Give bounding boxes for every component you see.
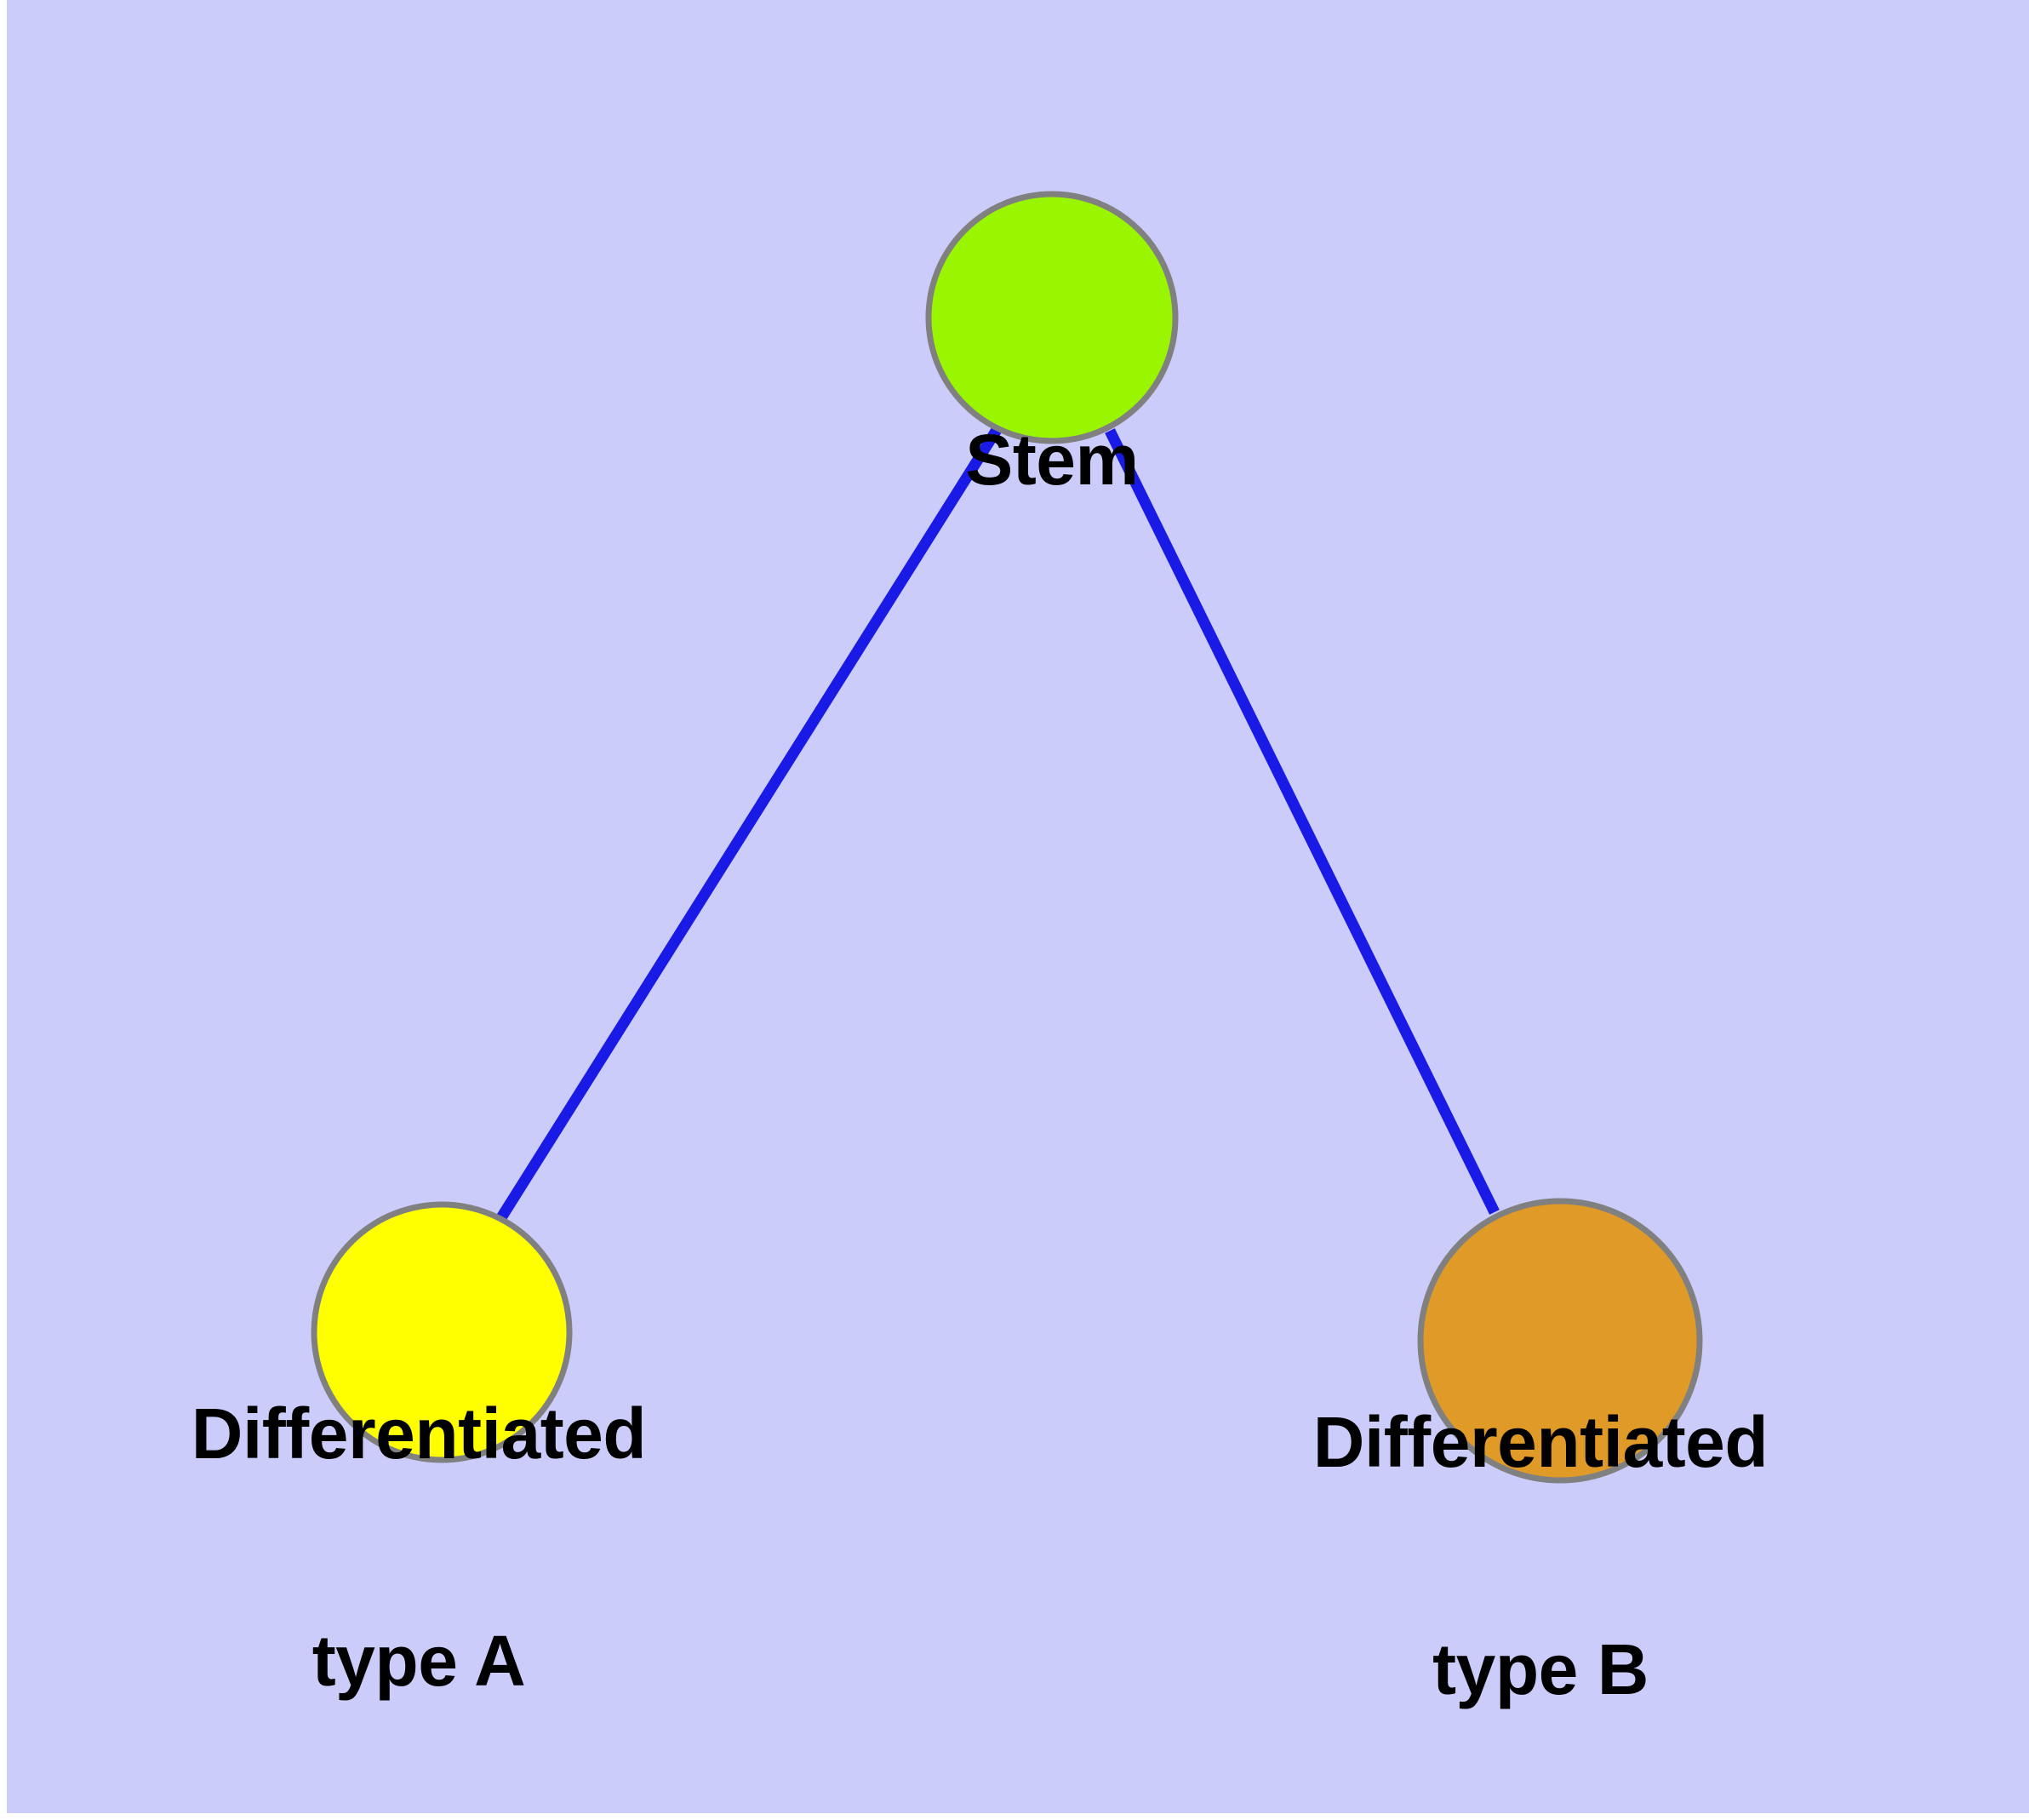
node-differentiated-type-a[interactable] <box>311 1201 573 1463</box>
node-layer <box>311 191 1703 1484</box>
edge-layer <box>495 426 1500 1222</box>
edge-stem-to-differentiated-type-a[interactable] <box>495 426 1002 1222</box>
node-stem[interactable] <box>925 191 1179 444</box>
edge-stem-to-differentiated-type-b[interactable] <box>1105 428 1500 1215</box>
node-differentiated-type-b[interactable] <box>1417 1198 1703 1484</box>
